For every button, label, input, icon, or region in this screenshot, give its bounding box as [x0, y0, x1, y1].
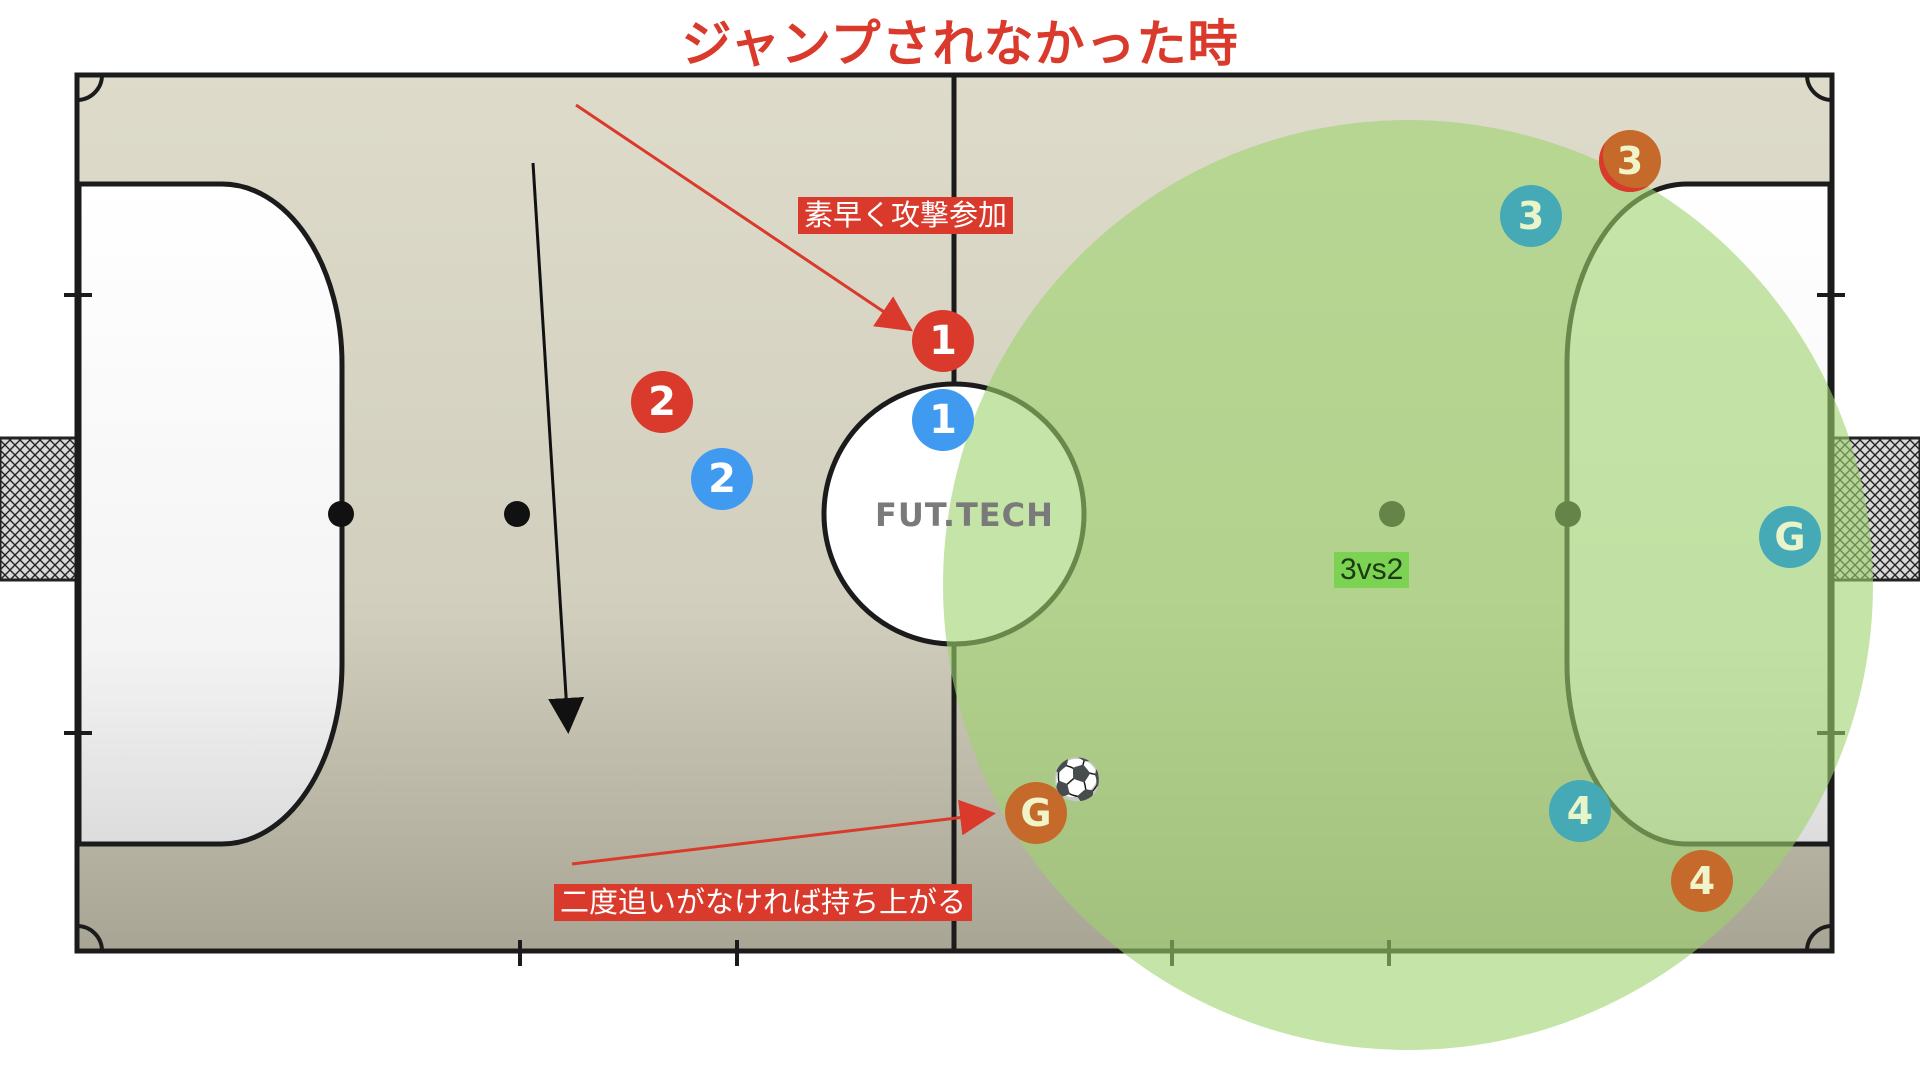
blue-player-1: 1	[912, 389, 974, 451]
red-player-1: 1	[912, 310, 974, 372]
fut-tech-watermark: FUT.TECH	[875, 496, 1054, 534]
teal-goalkeeper: G	[1759, 506, 1821, 568]
defender-run-arrow	[531, 162, 585, 734]
soccer-ball-icon: ⚽	[1052, 757, 1102, 803]
orange-goalkeeper: G	[1005, 782, 1067, 844]
attack-run-arrow	[575, 103, 913, 332]
orange-player-4: 4	[1671, 850, 1733, 912]
left-penalty-area	[76, 181, 345, 847]
matchup-label: 3vs2	[1334, 552, 1410, 588]
left-penalty-spot	[328, 501, 354, 527]
carry-arrow	[571, 799, 996, 866]
attack-join-label: 素早く攻撃参加	[798, 197, 1014, 235]
carry-up-label: 二度追いがなければ持ち上がる	[554, 884, 973, 922]
left-second-penalty-spot	[504, 501, 530, 527]
teal-player-4: 4	[1549, 780, 1611, 842]
teal-player-3: 3	[1500, 185, 1562, 247]
blue-player-2: 2	[691, 448, 753, 510]
left-goal-net	[0, 436, 79, 582]
red-player-2: 2	[631, 371, 693, 433]
diagram-title: ジャンプされなかった時	[681, 15, 1239, 73]
orange-player-3: 3	[1599, 130, 1661, 192]
